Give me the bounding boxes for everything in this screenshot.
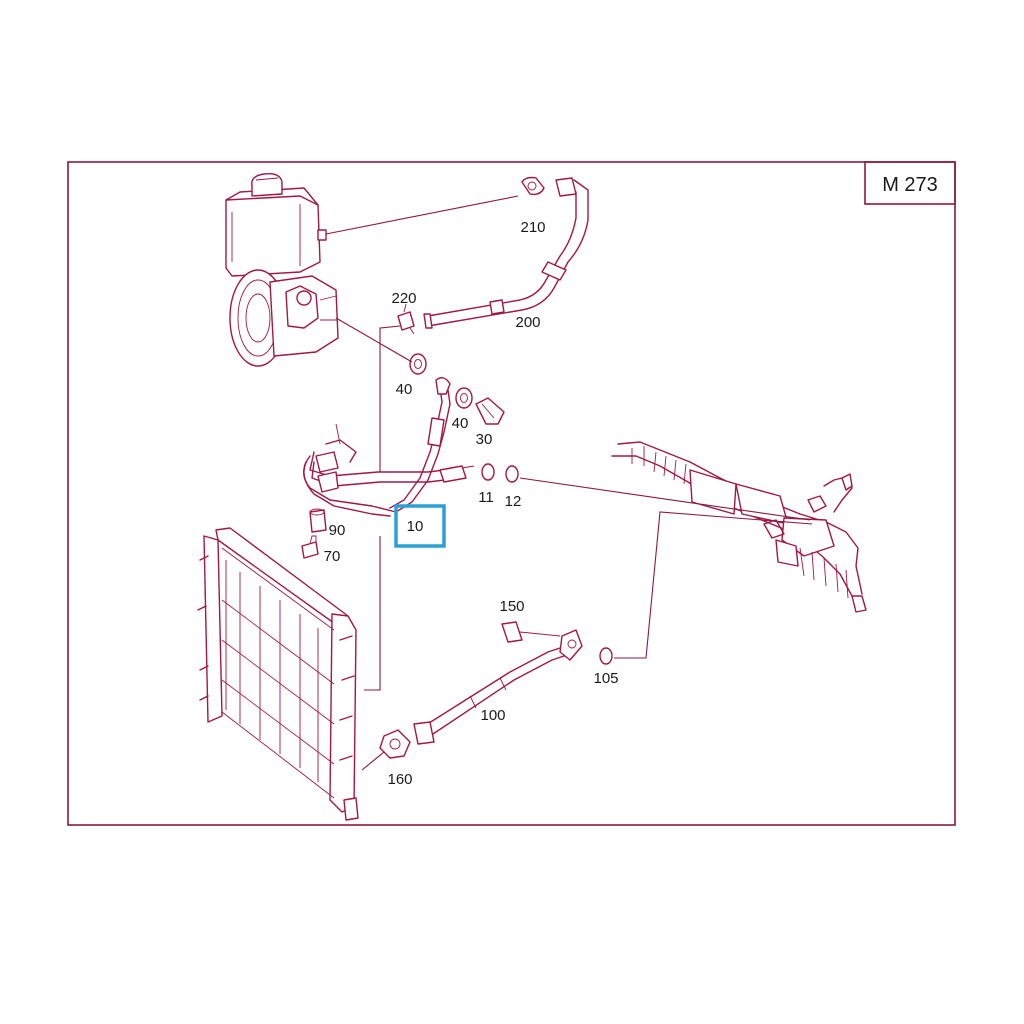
model-code-box: M 273 <box>864 161 956 205</box>
callout-200[interactable]: 200 <box>515 314 540 331</box>
rubber-mount-90[interactable] <box>309 508 327 533</box>
sealing-ring-12[interactable] <box>505 465 519 483</box>
sealing-ring-40b[interactable] <box>455 387 473 409</box>
pressure-hose[interactable] <box>389 377 451 513</box>
callout-10[interactable]: 10 <box>407 518 424 535</box>
highlight-box <box>394 504 446 548</box>
suction-hose[interactable] <box>423 177 589 329</box>
sealing-ring-11[interactable] <box>481 463 495 481</box>
steering-gear[interactable] <box>611 441 867 613</box>
sealing-ring-105[interactable] <box>599 647 613 665</box>
callout-12[interactable]: 12 <box>505 493 522 510</box>
callout-150[interactable]: 150 <box>499 598 524 615</box>
callout-40-lower[interactable]: 40 <box>452 415 469 432</box>
bolt-70[interactable] <box>301 535 319 559</box>
callout-210[interactable]: 210 <box>520 219 545 236</box>
hose-clamp-220[interactable] <box>397 303 415 335</box>
callouts: 210 200 220 40 40 30 11 12 90 70 150 105… <box>324 219 619 788</box>
model-code: M 273 <box>882 174 938 196</box>
callout-220[interactable]: 220 <box>391 290 416 307</box>
callout-40-upper[interactable]: 40 <box>396 381 413 398</box>
hose-clamp-160[interactable] <box>379 729 411 759</box>
callout-90[interactable]: 90 <box>329 522 346 539</box>
callout-11[interactable]: 11 <box>478 489 494 506</box>
oil-cooler[interactable] <box>303 423 475 517</box>
callout-100[interactable]: 100 <box>480 707 505 724</box>
bolt-150[interactable] <box>501 621 561 643</box>
callout-160[interactable]: 160 <box>387 771 412 788</box>
callout-105[interactable]: 105 <box>593 670 618 687</box>
hollow-bolt-30[interactable] <box>475 397 505 425</box>
radiator[interactable] <box>197 527 359 821</box>
return-line[interactable] <box>413 629 583 745</box>
reservoir[interactable] <box>225 172 327 277</box>
leader-lines <box>325 195 813 771</box>
callout-30[interactable]: 30 <box>476 431 493 448</box>
sealing-ring-40a[interactable] <box>409 353 427 375</box>
hose-clamp-210[interactable] <box>521 176 545 196</box>
diagram-frame <box>67 161 956 826</box>
highlighted-callout-10[interactable]: 10 <box>394 504 446 548</box>
callout-70[interactable]: 70 <box>324 548 341 565</box>
power-steering-pump[interactable] <box>229 269 339 367</box>
